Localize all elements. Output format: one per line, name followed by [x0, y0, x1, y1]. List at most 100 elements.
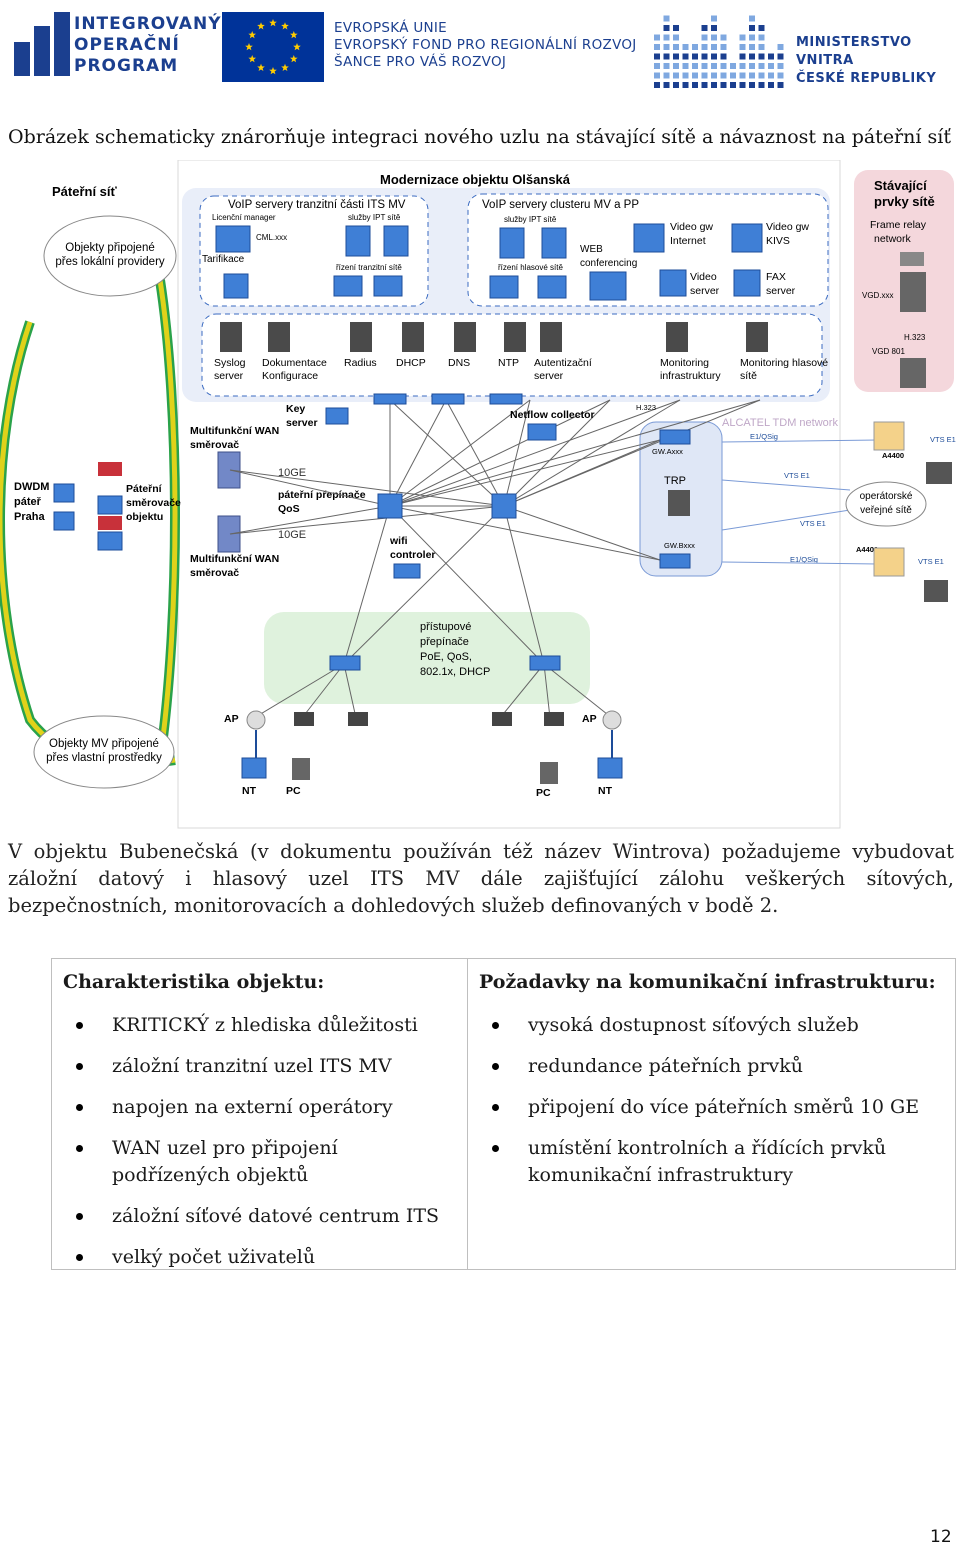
svg-text:FAX: FAX: [766, 271, 786, 283]
server-label: Monitoring hlasové: [740, 357, 828, 369]
svg-text:NT: NT: [242, 785, 257, 797]
svg-text:ALCATEL TDM network: ALCATEL TDM network: [722, 417, 838, 429]
list-item: záložní síťové datové centrum ITS: [52, 1203, 439, 1230]
server-label: server: [214, 370, 244, 382]
svg-text:VGD.xxx: VGD.xxx: [862, 291, 894, 300]
server-label: Dokumentace: [262, 357, 327, 369]
svg-text:PC: PC: [536, 787, 551, 799]
svg-text:VoIP servery tranzitní části: VoIP servery tranzitní části ITS MV: [228, 199, 406, 211]
server-icon: [350, 322, 372, 352]
server-label: DNS: [448, 357, 470, 369]
svg-text:VTS E1: VTS E1: [800, 519, 826, 528]
list-item: záložní tranzitní uzel ITS MV: [52, 1053, 439, 1080]
svg-text:Netflow collector: Netflow collector: [510, 409, 595, 421]
cloud-bottom: Objekty MV připojené přes vlastní prostř…: [33, 715, 175, 789]
list-item: vysoká dostupnost síťových služeb: [468, 1012, 919, 1039]
server-label: NTP: [498, 357, 519, 369]
svg-text:WEB: WEB: [580, 244, 603, 255]
right-items: vysoká dostupnost síťových služeb redund…: [468, 1012, 919, 1203]
server-icon: [540, 322, 562, 352]
server-label: Konfigurace: [262, 370, 318, 382]
svg-text:řízení hlasové sítě: řízení hlasové sítě: [498, 263, 563, 272]
server-icon: [666, 322, 688, 352]
left-items: KRITICKÝ z hlediska důležitosti záložní …: [52, 1012, 439, 1285]
server-label: Radius: [344, 357, 377, 369]
svg-text:QoS: QoS: [278, 503, 300, 515]
table-column-left: Charakteristika objektu: KRITICKÝ z hled…: [52, 959, 468, 1269]
iop-logo-text: INTEGROVANÝ OPERAČNÍ PROGRAM: [74, 14, 222, 76]
svg-text:A4400: A4400: [882, 451, 904, 460]
server-icon: [504, 322, 526, 352]
list-item: WAN uzel pro připojení podřízených objek…: [52, 1135, 362, 1189]
svg-text:controler: controler: [390, 549, 436, 561]
cloud-top: Objekty připojené přes lokální providery: [43, 215, 177, 297]
svg-text:směrovač: směrovač: [190, 567, 239, 579]
svg-text:přes vlastní prostředky: přes vlastní prostředky: [46, 752, 162, 764]
svg-text:10GE: 10GE: [278, 467, 306, 479]
svg-text:veřejné sítě: veřejné sítě: [860, 505, 912, 516]
server-icon: [402, 322, 424, 352]
svg-text:GW.Bxxx: GW.Bxxx: [664, 541, 695, 550]
svg-text:VTS E1: VTS E1: [784, 471, 810, 480]
access-switch-box: [264, 612, 590, 704]
server-label: Syslog: [214, 357, 246, 369]
svg-text:Internet: Internet: [670, 235, 706, 247]
server-icon: [268, 322, 290, 352]
svg-text:KIVS: KIVS: [766, 235, 790, 247]
svg-text:objektu: objektu: [126, 511, 163, 523]
header-logos: INTEGROVANÝ OPERAČNÍ PROGRAM EVROPSKÁ UN…: [0, 0, 960, 95]
svg-text:přepínače: přepínače: [420, 636, 469, 648]
ministry-logo: [654, 15, 784, 88]
svg-text:VTS E1: VTS E1: [930, 435, 956, 444]
list-item: napojen na externí operátory: [52, 1094, 439, 1121]
svg-text:páteř: páteř: [14, 496, 42, 508]
title-stavajici-1: Stávající: [874, 178, 927, 193]
ministry-text: MINISTERSTVO VNITRA ČESKÉ REPUBLIKY: [796, 35, 937, 86]
body-paragraph: V objektu Bubenečská (v dokumentu použív…: [8, 840, 954, 917]
svg-text:Video gw: Video gw: [670, 221, 713, 233]
eu-text: EVROPSKÁ UNIE EVROPSKÝ FOND PRO REGIONÁL…: [334, 20, 637, 70]
svg-text:802.1x, DHCP: 802.1x, DHCP: [420, 666, 490, 678]
server-icon: [746, 322, 768, 352]
svg-text:10GE: 10GE: [278, 529, 306, 541]
svg-text:přístupové: přístupové: [420, 621, 471, 633]
svg-text:Video gw: Video gw: [766, 221, 809, 233]
svg-text:E1/QSig: E1/QSig: [750, 432, 778, 441]
svg-text:Objekty připojené: Objekty připojené: [65, 242, 155, 254]
title-modernizace: Modernizace objektu Olšanská: [380, 172, 571, 187]
svg-text:Key: Key: [286, 403, 305, 415]
svg-text:AP: AP: [224, 713, 239, 725]
svg-text:CML.xxx: CML.xxx: [256, 233, 287, 242]
server-label: infrastruktury: [660, 370, 721, 382]
svg-text:Praha: Praha: [14, 511, 45, 523]
server-icon: [220, 322, 242, 352]
svg-text:Tarifikace: Tarifikace: [202, 254, 245, 265]
svg-text:network: network: [874, 233, 912, 245]
svg-text:Frame relay: Frame relay: [870, 219, 927, 231]
server-label: Monitoring: [660, 357, 709, 369]
svg-text:přes lokální providery: přes lokální providery: [55, 256, 165, 268]
svg-text:operátorské: operátorské: [860, 491, 913, 502]
server-label: sítě: [740, 370, 757, 382]
svg-text:Multifunkční WAN: Multifunkční WAN: [190, 425, 279, 437]
title-pateri-sit: Páteřní síť: [52, 184, 118, 199]
svg-text:conferencing: conferencing: [580, 258, 637, 269]
eu-flag: [222, 12, 324, 82]
figure-caption: Obrázek schematicky znárorňuje integraci…: [8, 126, 951, 148]
svg-text:E1/QSig: E1/QSig: [790, 555, 818, 564]
table-column-right: Požadavky na komunikační infrastrukturu:…: [468, 959, 955, 1269]
svg-text:služby IPT sítě: služby IPT sítě: [348, 213, 401, 222]
list-item: velký počet uživatelů: [52, 1244, 439, 1271]
svg-text:Video: Video: [690, 271, 717, 283]
server-label: Autentizační: [534, 357, 592, 369]
svg-text:řízení tranzitní sítě: řízení tranzitní sítě: [336, 263, 402, 272]
svg-text:server: server: [286, 417, 318, 429]
list-item: umístění kontrolních a řídících prvků ko…: [468, 1135, 898, 1189]
server-label: server: [534, 370, 564, 382]
svg-text:Objekty MV připojené: Objekty MV připojené: [49, 738, 159, 750]
svg-text:wifi: wifi: [389, 535, 408, 547]
svg-text:Licenční manager: Licenční manager: [212, 213, 276, 222]
list-item: KRITICKÝ z hlediska důležitosti: [52, 1012, 439, 1039]
svg-text:PoE, QoS,: PoE, QoS,: [420, 651, 472, 663]
svg-text:VTS E1: VTS E1: [918, 557, 944, 566]
